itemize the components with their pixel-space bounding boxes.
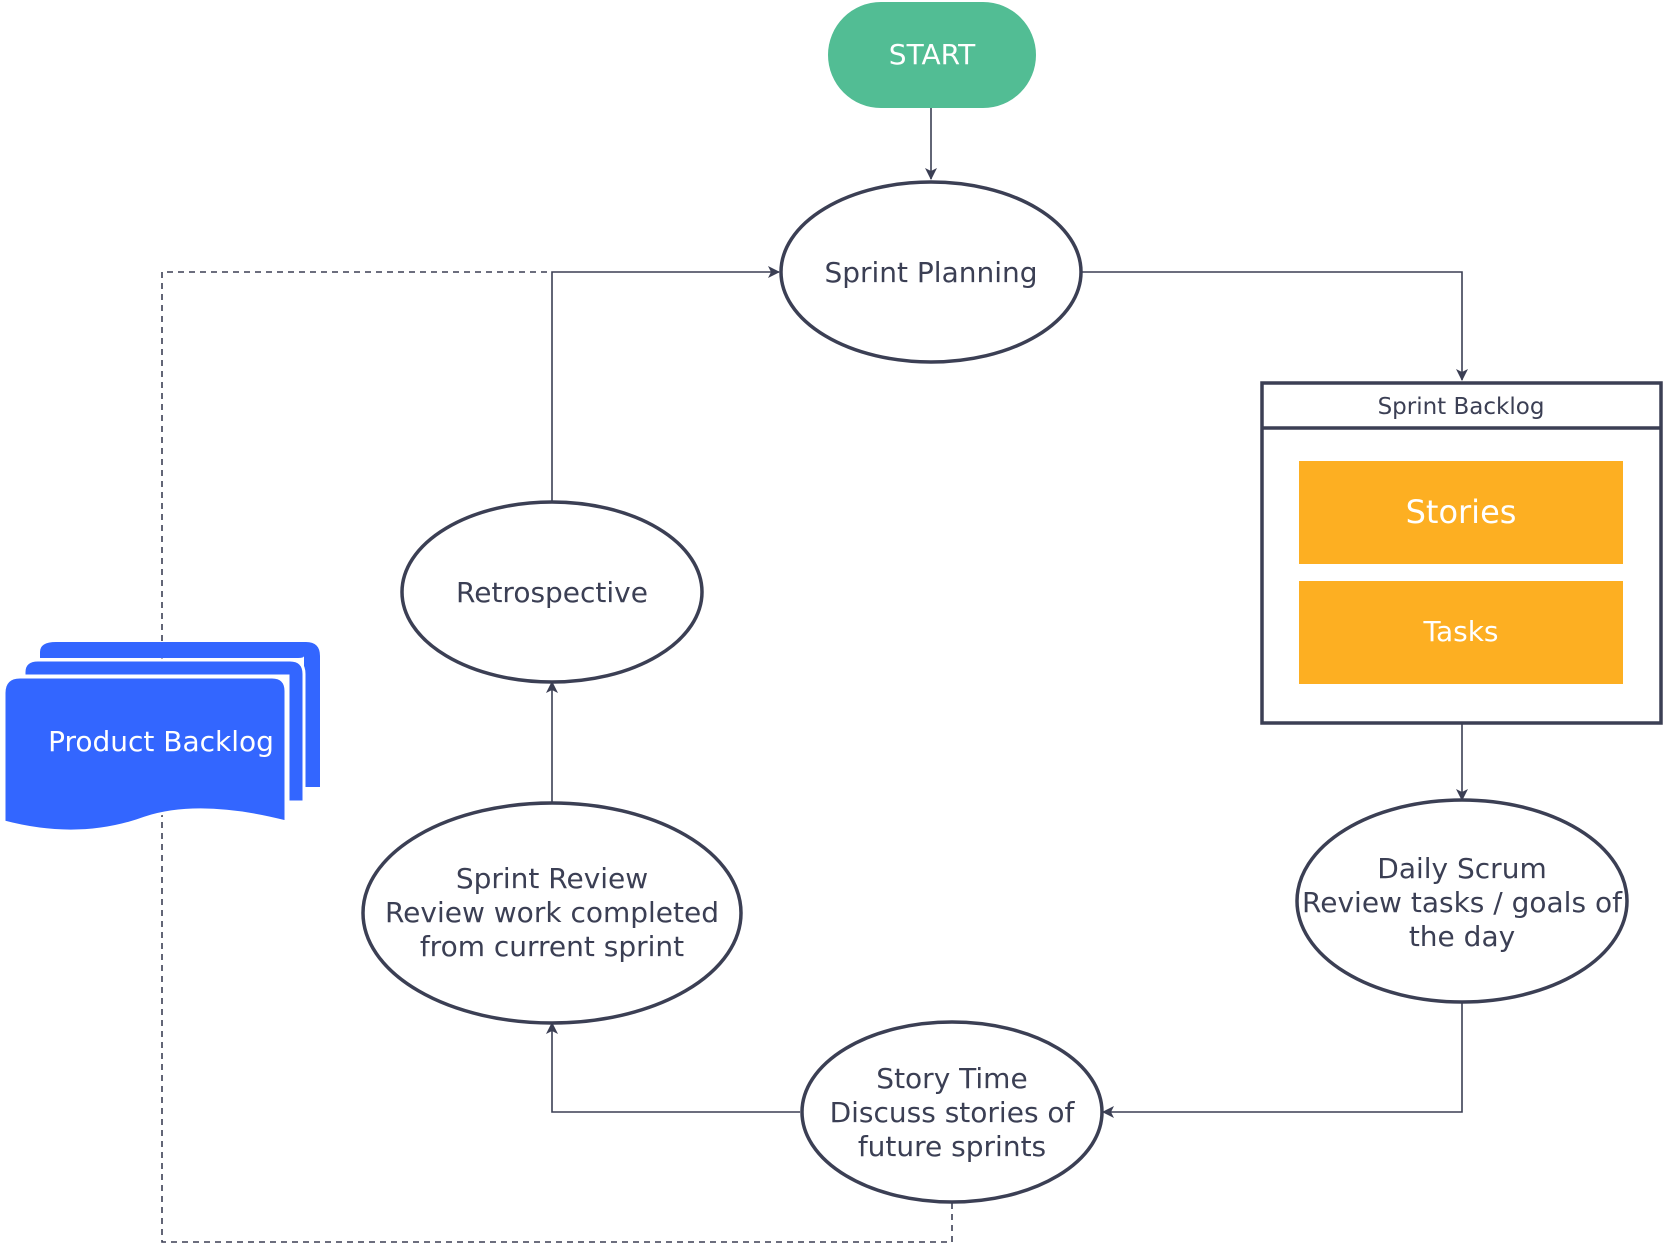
stories-label: Stories xyxy=(1406,493,1517,531)
sprint-review-line-2: Review work completed xyxy=(385,896,719,929)
daily-scrum-line-2: Review tasks / goals of xyxy=(1302,886,1623,919)
product-backlog-page-front xyxy=(2,675,288,833)
connector-story-time-to-sprint-review xyxy=(546,1022,800,1113)
product-backlog-node[interactable]: Product Backlog xyxy=(2,642,320,833)
retrospective-shape xyxy=(400,500,704,684)
story-time-line-1: Story Time xyxy=(876,1062,1027,1095)
start-node[interactable]: START xyxy=(828,2,1036,108)
product-backlog-label: Product Backlog xyxy=(48,725,274,758)
daily-scrum-shape xyxy=(1295,798,1629,1004)
daily-scrum-node[interactable]: Daily Scrum Review tasks / goals of the … xyxy=(1295,798,1629,1004)
story-time-line-2: Discuss stories of xyxy=(830,1096,1076,1129)
tasks-box[interactable] xyxy=(1299,581,1623,684)
sprint-review-line-3: from current sprint xyxy=(420,930,684,963)
sprint-review-line-1: Sprint Review xyxy=(456,862,648,895)
connector-daily-scrum-to-story-time xyxy=(1102,1002,1463,1118)
story-time-shape xyxy=(800,1020,1104,1204)
sprint-backlog-node[interactable]: Sprint Backlog Stories Tasks xyxy=(1260,381,1663,725)
connector-retrospective-to-planning xyxy=(551,266,780,502)
start-shape xyxy=(828,2,1036,108)
product-backlog-page-middle xyxy=(22,658,306,804)
daily-scrum-line-1: Daily Scrum xyxy=(1377,852,1546,885)
start-label: START xyxy=(889,38,976,71)
sprint-planning-node[interactable]: Sprint Planning xyxy=(779,180,1083,364)
daily-scrum-line-3: the day xyxy=(1409,920,1515,953)
retrospective-node[interactable]: Retrospective xyxy=(400,500,704,684)
dashed-connector-story-time-to-planning xyxy=(161,271,953,1243)
sprint-planning-shape xyxy=(779,180,1083,364)
sprint-planning-label: Sprint Planning xyxy=(824,256,1037,289)
stories-box[interactable] xyxy=(1299,461,1623,564)
tasks-label: Tasks xyxy=(1422,615,1498,648)
sprint-review-shape xyxy=(361,801,743,1025)
story-time-line-3: future sprints xyxy=(858,1130,1046,1163)
retrospective-label: Retrospective xyxy=(456,576,648,609)
product-backlog-page-back xyxy=(40,642,320,787)
sprint-review-node[interactable]: Sprint Review Review work completed from… xyxy=(361,801,743,1025)
connector-planning-to-backlog xyxy=(1082,271,1468,381)
sprint-backlog-title: Sprint Backlog xyxy=(1378,394,1545,420)
story-time-node[interactable]: Story Time Discuss stories of future spr… xyxy=(800,1020,1104,1204)
